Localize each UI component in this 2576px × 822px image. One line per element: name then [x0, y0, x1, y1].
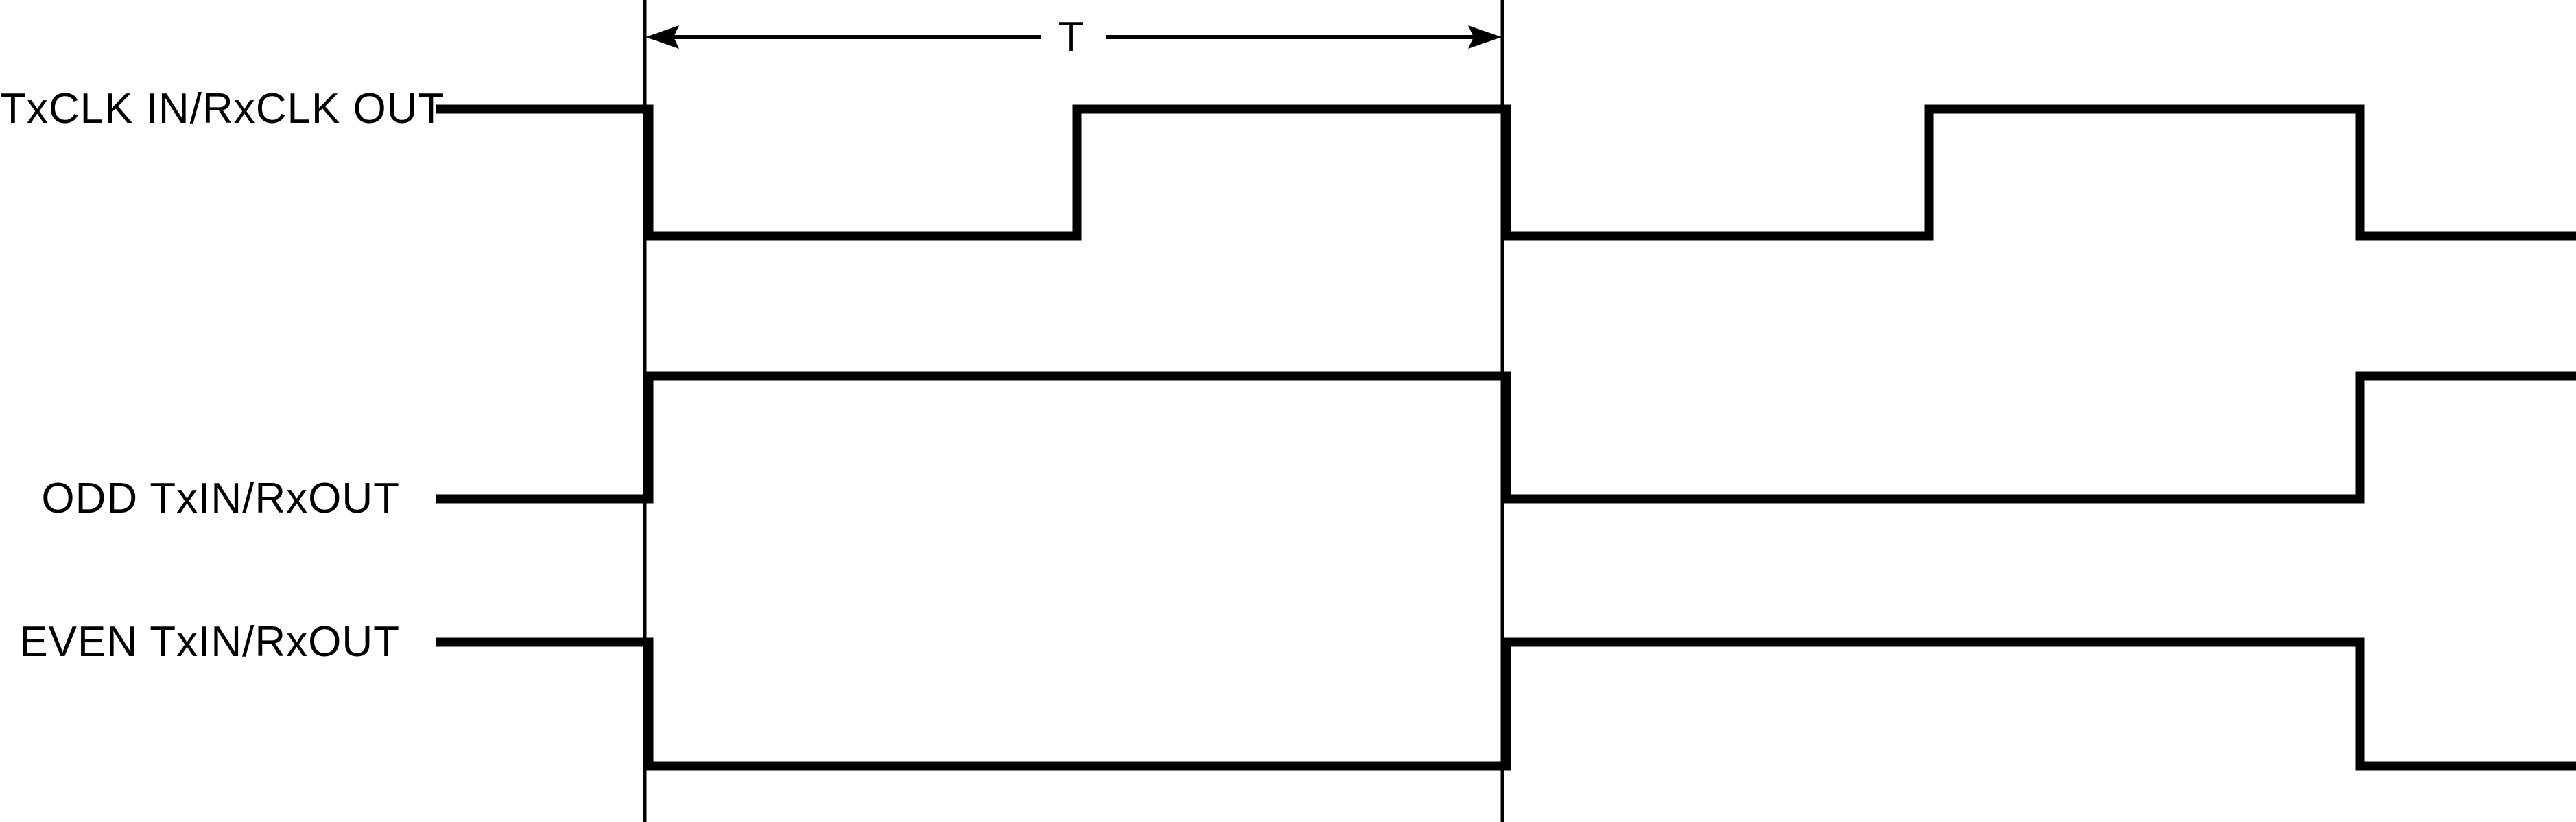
- signal-label-odd: ODD TxIN/RxOUT: [41, 475, 400, 522]
- clock-waveform: [436, 104, 2576, 241]
- signal-label-even: EVEN TxIN/RxOUT: [19, 618, 400, 666]
- even-data-waveform: [436, 637, 2576, 771]
- period-label: T: [1058, 14, 1084, 61]
- left-arrowhead-icon: [646, 25, 679, 49]
- right-arrowhead-icon: [1468, 25, 1502, 49]
- odd-data-waveform: [436, 371, 2576, 504]
- signal-label-clock: TxCLK IN/RxCLK OUT: [0, 85, 445, 132]
